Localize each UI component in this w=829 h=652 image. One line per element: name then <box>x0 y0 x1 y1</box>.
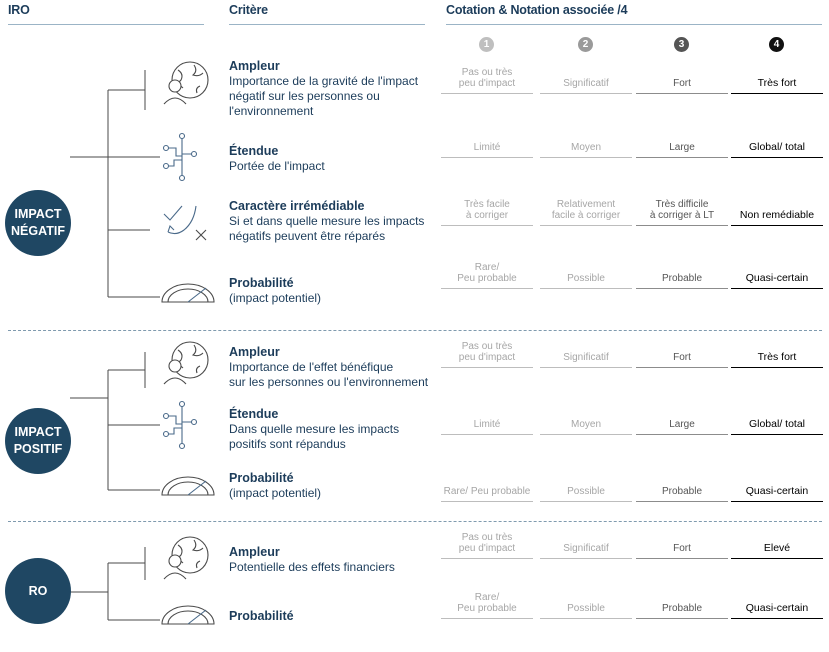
level-cell-1: Limité <box>441 403 533 435</box>
globe-person-icon <box>163 61 209 105</box>
level-cell-1: Très facile à corriger <box>441 194 533 226</box>
criterion-title: Probabilité <box>229 471 294 485</box>
level-cell-4: Elevé <box>731 527 823 559</box>
level-cell-3: Très difficile à corriger à LT <box>636 194 728 226</box>
level-cell-1: Pas ou très peu d'impact <box>441 336 533 368</box>
level-cell-2: Moyen <box>540 126 632 158</box>
criterion-title: Ampleur <box>229 59 280 73</box>
level-cell-1: Rare/ Peu probable <box>441 257 533 289</box>
criterion-title: Caractère irrémédiable <box>229 199 365 213</box>
level-cell-4: Global/ total <box>731 126 823 158</box>
criterion-description: Dans quelle mesure les impacts positifs … <box>229 422 400 451</box>
scale-badge-4: 4 <box>769 37 784 52</box>
branch-network-icon <box>162 400 198 450</box>
header-iro: IRO <box>8 3 30 17</box>
level-cell-3: Fort <box>636 62 728 94</box>
section-separator <box>8 521 822 522</box>
criterion-title: Ampleur <box>229 545 280 559</box>
criterion-probabilite: Probabilité (impact potentiel) <box>229 276 429 306</box>
level-cell-2: Possible <box>540 587 632 619</box>
section-circle-ro: RO <box>5 558 71 624</box>
level-cell-2: Significatif <box>540 336 632 368</box>
criterion-description: Si et dans quelle mesure les impacts nég… <box>229 214 425 243</box>
section-circle-impact-negatif: IMPACT NÉGATIF <box>5 190 71 256</box>
criterion-description: (impact potentiel) <box>229 486 322 500</box>
branch-network-icon <box>162 132 198 182</box>
level-cell-2: Significatif <box>540 527 632 559</box>
level-cell-1: Rare/ Peu probable <box>441 587 533 619</box>
header-rule-cotation <box>446 24 822 25</box>
level-cell-4: Quasi-certain <box>731 470 823 502</box>
criterion-description: Potentielle des effets financiers <box>229 560 395 574</box>
criterion-title: Étendue <box>229 144 279 158</box>
globe-person-icon <box>163 341 209 385</box>
criterion-etendue: Étendue Dans quelle mesure les impacts p… <box>229 407 429 452</box>
level-cell-3: Fort <box>636 527 728 559</box>
gauge-icon <box>161 283 215 303</box>
section-circle-impact-positif: IMPACT POSITIF <box>5 408 71 474</box>
criterion-description: (impact potentiel) <box>229 291 322 305</box>
level-cell-2: Possible <box>540 470 632 502</box>
level-cell-4: Global/ total <box>731 403 823 435</box>
scale-badge-2: 2 <box>578 37 593 52</box>
criterion-ampleur: Ampleur Potentielle des effets financier… <box>229 545 429 575</box>
header-rule-iro <box>8 24 204 25</box>
level-cell-3: Probable <box>636 587 728 619</box>
level-cell-4: Très fort <box>731 336 823 368</box>
globe-person-icon <box>163 536 209 580</box>
level-cell-2: Relativement facile à corriger <box>540 194 632 226</box>
scale-badge-3: 3 <box>674 37 689 52</box>
criterion-ampleur: Ampleur Importance de l'effet bénéfique … <box>229 345 449 390</box>
header-critere: Critère <box>229 3 268 17</box>
level-cell-1: Rare/ Peu probable <box>441 470 533 502</box>
header-rule-critere <box>229 24 425 25</box>
level-cell-4: Non remédiable <box>731 194 823 226</box>
level-cell-4: Quasi-certain <box>731 587 823 619</box>
header-cotation: Cotation & Notation associée /4 <box>446 3 628 17</box>
section-separator <box>8 330 822 331</box>
level-cell-3: Fort <box>636 336 728 368</box>
level-cell-3: Large <box>636 403 728 435</box>
level-cell-1: Limité <box>441 126 533 158</box>
gauge-icon <box>161 605 215 625</box>
criterion-title: Étendue <box>229 407 279 421</box>
level-cell-3: Large <box>636 126 728 158</box>
criterion-title: Probabilité <box>229 276 294 290</box>
level-cell-1: Pas ou très peu d'impact <box>441 62 533 94</box>
check-cross-arrow-icon <box>163 205 207 241</box>
criterion-description: Portée de l'impact <box>229 159 325 173</box>
level-cell-2: Possible <box>540 257 632 289</box>
criterion-probabilite: Probabilité <box>229 609 429 624</box>
criterion-description: Importance de l'effet bénéfique sur les … <box>229 360 429 389</box>
criterion-etendue: Étendue Portée de l'impact <box>229 144 429 174</box>
scale-badge-1: 1 <box>479 37 494 52</box>
level-cell-2: Moyen <box>540 403 632 435</box>
criterion-probabilite: Probabilité (impact potentiel) <box>229 471 429 501</box>
criterion-ampleur: Ampleur Importance de la gravité de l'im… <box>229 59 429 119</box>
criterion-description: Importance de la gravité de l'impact nég… <box>229 74 419 118</box>
level-cell-3: Probable <box>636 257 728 289</box>
criterion-title: Probabilité <box>229 609 294 623</box>
level-cell-2: Significatif <box>540 62 632 94</box>
level-cell-4: Très fort <box>731 62 823 94</box>
level-cell-4: Quasi-certain <box>731 257 823 289</box>
level-cell-1: Pas ou très peu d'impact <box>441 527 533 559</box>
level-cell-3: Probable <box>636 470 728 502</box>
criterion-caractere-irremediable: Caractère irrémédiable Si et dans quelle… <box>229 199 429 244</box>
gauge-icon <box>161 476 215 496</box>
criterion-title: Ampleur <box>229 345 280 359</box>
